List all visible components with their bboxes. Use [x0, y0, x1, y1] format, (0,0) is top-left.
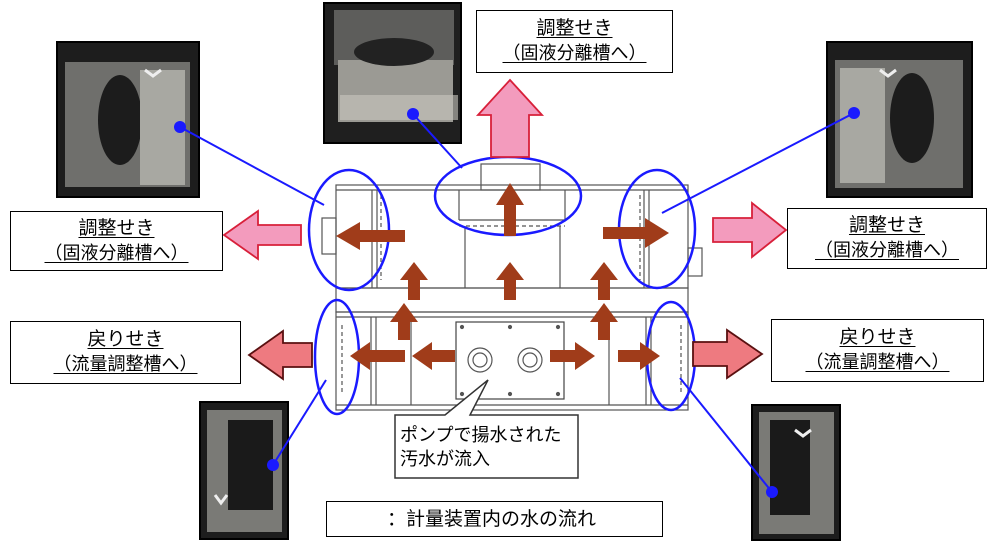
label-mid-left-dest: （固液分離槽へ）: [44, 243, 189, 264]
highlight-ellipses: [307, 155, 697, 416]
outflow-arrow-right: [712, 201, 788, 259]
legend-box: ：計量装置内の水の流れ: [326, 501, 663, 537]
callout-line1: ポンプで揚水された: [400, 425, 562, 446]
device-plan: [321, 163, 703, 411]
legend-text: ：計量装置内の水の流れ: [387, 508, 597, 530]
callout-line2: 汚水が流入: [400, 449, 490, 470]
internal-flow-arrows: [336, 183, 669, 370]
callout-text: ポンプで揚水された 汚水が流入: [400, 424, 562, 472]
label-top-center-title: 調整せき: [536, 17, 613, 39]
flow-arrow-up-right-1: [590, 262, 618, 300]
flow-arrow-lower-left-2: [412, 342, 455, 370]
photo-lower-right: [751, 404, 841, 541]
pointer-lines: [179, 112, 855, 493]
photo-upper-left: [56, 41, 200, 198]
label-low-right-title: 戻りせき: [839, 326, 916, 348]
photo-upper-right: [826, 41, 973, 198]
flow-arrow-up-left-2: [390, 303, 418, 340]
label-mid-right-dest: （固液分離槽へ）: [815, 240, 959, 261]
return-arrow-left: [247, 329, 313, 381]
label-top-center-weir: 調整せき （固液分離槽へ）: [476, 10, 673, 73]
flow-arrow-up-left-1: [400, 262, 428, 300]
flow-arrow-upper-left: [336, 222, 405, 250]
label-mid-left-title: 調整せき: [78, 217, 155, 239]
return-arrow-right: [692, 328, 764, 380]
flow-arrow-lower-right-1: [550, 342, 595, 370]
outflow-arrow-left: [222, 209, 302, 261]
outflow-arrow-top: [475, 78, 545, 158]
photo-lower-left: [199, 401, 289, 540]
label-low-right-dest: （流量調整槽へ）: [805, 352, 950, 373]
label-low-left-title: 戻りせき: [87, 328, 164, 350]
label-low-left-dest: （流量調整槽へ）: [53, 354, 198, 375]
callout-bubble: [394, 379, 579, 479]
label-mid-right-title: 調整せき: [848, 214, 925, 236]
flow-arrow-lower-left-1: [350, 342, 405, 370]
flow-arrow-center-top: [496, 183, 524, 236]
label-top-center-dest: （固液分離槽へ）: [502, 43, 647, 64]
flow-arrow-up-right-2: [590, 303, 618, 340]
label-low-right-weir: 戻りせき （流量調整槽へ）: [771, 319, 984, 382]
label-mid-right-weir: 調整せき （固液分離槽へ）: [787, 208, 987, 269]
flow-arrow-lower-right-2: [618, 342, 660, 370]
flow-arrow-up-center-1: [496, 262, 524, 300]
label-mid-left-weir: 調整せき （固液分離槽へ）: [10, 211, 223, 271]
label-low-left-weir: 戻りせき （流量調整槽へ）: [10, 321, 241, 384]
flow-arrow-upper-right: [603, 218, 669, 248]
photo-top-center: [323, 2, 462, 144]
